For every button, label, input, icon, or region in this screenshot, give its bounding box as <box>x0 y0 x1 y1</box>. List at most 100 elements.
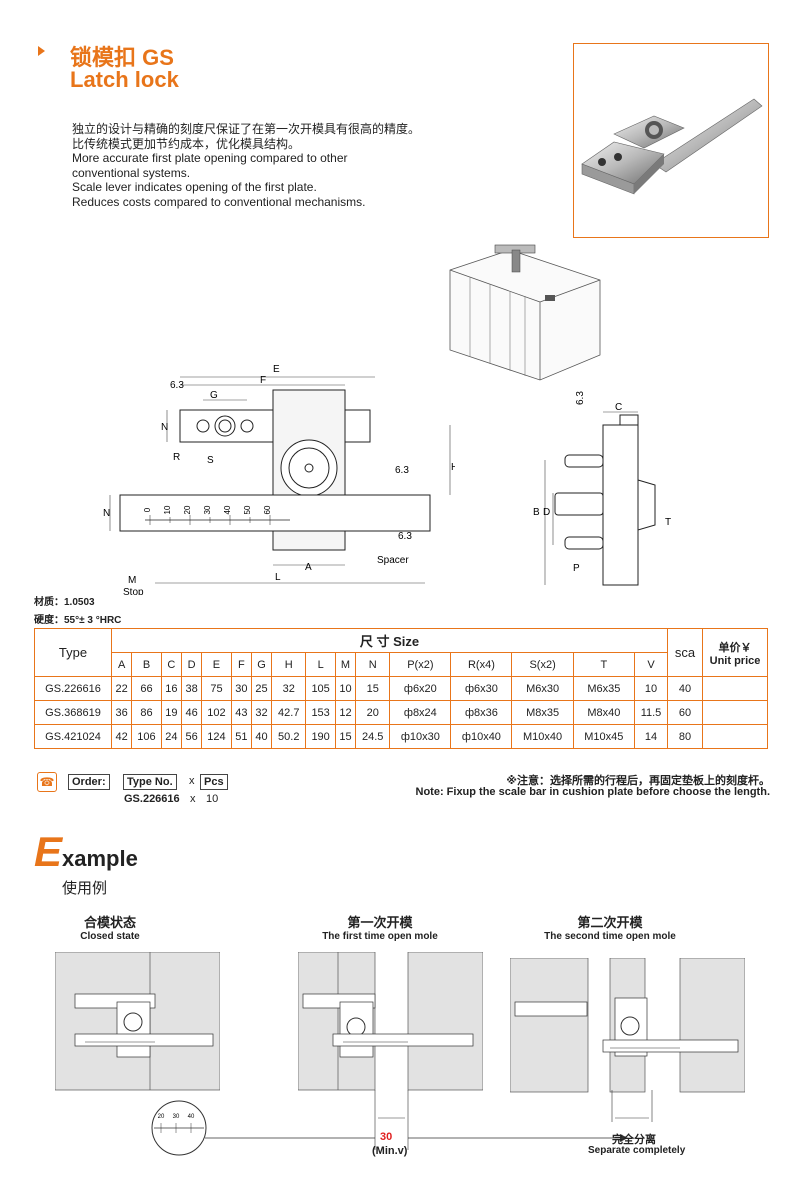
dim-label-T: T <box>665 517 671 528</box>
table-cell: 15 <box>355 676 391 701</box>
type-cell: GS.421024 <box>34 724 112 749</box>
table-cell: 14 <box>633 724 669 749</box>
order-example-qty: 10 <box>206 793 219 805</box>
scale-tick-label: 40 <box>223 505 232 514</box>
table-row: GS.421024 42 106 24 56 124 51 40 50.2 19… <box>34 724 768 749</box>
hardness-text: 硬度：55°± 3 °HRC <box>34 615 122 626</box>
table-cell: 32 <box>271 676 307 701</box>
scale-tick-label: 0 <box>143 507 152 512</box>
desc-line: 比传统模式更加节约成本，优化模具结构。 <box>72 136 301 151</box>
dim-label-M: M <box>128 575 136 586</box>
title-cn: 锁模扣 GS <box>70 45 174 70</box>
col-header: A <box>110 652 133 677</box>
side-view-drawing: C B D T P 6.3 <box>533 391 671 586</box>
sca-header: sca <box>667 628 703 677</box>
table-row: GS.226616 22 66 16 38 75 30 25 32 105 10… <box>34 676 768 701</box>
table-cell: 10 <box>633 676 669 701</box>
desc-line: Reduces costs compared to conventional m… <box>72 194 366 209</box>
table-cell: 56 <box>180 724 203 749</box>
sca-cell: 40 <box>667 676 703 701</box>
state-cn: 第一次开模 <box>347 915 413 930</box>
pcs-box: Pcs <box>200 774 228 790</box>
title-en: Latch lock <box>70 67 179 92</box>
zoom-tick-label: 40 <box>188 1114 195 1120</box>
table-cell: 10 <box>334 676 357 701</box>
table-cell: M6x35 <box>572 676 635 701</box>
dim-label-H: H <box>451 462 455 473</box>
table-cell: 11.5 <box>633 700 669 725</box>
table-cell: 40 <box>250 724 273 749</box>
first-open-diagram <box>298 952 483 1091</box>
desc-line: 独立的设计与精确的刻度尺保证了在第一次开模具有很高的精度。 <box>72 122 421 136</box>
scale-tick-label: 10 <box>163 505 172 514</box>
closed-state-diagram <box>55 952 220 1091</box>
table-cell: ф10x30 <box>389 724 452 749</box>
state-en: The second time open mole <box>544 931 676 942</box>
size-header: 尺 寸 Size <box>111 628 668 653</box>
type-cell: GS.368619 <box>34 700 112 725</box>
table-cell: M8x35 <box>511 700 574 725</box>
sca-cell: 80 <box>667 724 703 749</box>
price-header: 单价￥ Unit price <box>702 628 768 677</box>
dim-label-B: B <box>533 507 540 518</box>
roughness-label: 6.3 <box>575 391 586 405</box>
table-cell: M10x40 <box>511 724 574 749</box>
zoom-tick-label: 30 <box>173 1114 180 1120</box>
dim-label-F: F <box>260 375 266 386</box>
table-cell: 190 <box>305 724 336 749</box>
stop-label: Stop <box>123 587 144 595</box>
table-cell: 30 <box>230 676 252 701</box>
spec-table: Type 尺 寸 Size sca 单价￥ Unit price A B C D… <box>34 628 768 749</box>
col-header: P(x2) <box>389 652 452 677</box>
example-title-letter: E <box>34 828 63 875</box>
spacer-label: Spacer <box>377 555 409 566</box>
table-cell: 32 <box>250 700 273 725</box>
scale-tick-label: 50 <box>243 505 252 514</box>
col-header: V <box>633 652 669 677</box>
table-cell: ф6x30 <box>450 676 513 701</box>
table-cell: 36 <box>110 700 133 725</box>
table-cell: 102 <box>201 700 232 725</box>
phone-icon: ☎ <box>37 772 57 792</box>
order-label: Order: <box>68 774 110 790</box>
col-header: G <box>250 652 273 677</box>
col-header: N <box>355 652 391 677</box>
example-title: Example <box>34 828 138 876</box>
separate-en: Separate completely <box>588 1145 686 1156</box>
dim-min-label: (Min.v) <box>372 1145 408 1157</box>
type-header: Type <box>34 628 112 677</box>
note-en: Note: Fixup the scale bar in cushion pla… <box>415 786 771 798</box>
price-cell <box>702 700 768 725</box>
state-caption-closed: 合模状态 Closed state <box>55 912 165 942</box>
scale-tick-label: 30 <box>203 505 212 514</box>
scale-tick-label: 20 <box>183 505 192 514</box>
col-header: B <box>131 652 162 677</box>
dim-label-S: S <box>207 455 214 466</box>
dim-label-A: A <box>305 562 312 573</box>
col-header: R(x4) <box>450 652 513 677</box>
state-en: The first time open mole <box>322 931 438 942</box>
table-cell: 75 <box>201 676 232 701</box>
zoom-tick-label: 20 <box>158 1114 165 1120</box>
order-example-x: x <box>190 793 196 805</box>
dim-label-G: G <box>210 390 218 401</box>
table-cell: 106 <box>131 724 162 749</box>
col-header: C <box>160 652 182 677</box>
price-header-en: Unit price <box>709 654 761 667</box>
note-cn: ※注意：选择所需的行程后，再固定垫板上的刻度杆。 <box>506 775 770 787</box>
table-cell: 38 <box>180 676 203 701</box>
dim-label-D: D <box>543 507 550 518</box>
table-cell: 66 <box>131 676 162 701</box>
dimension-connector <box>205 1090 653 1150</box>
table-cell: 46 <box>180 700 203 725</box>
state-en: Closed state <box>80 931 140 942</box>
dim-label-R: R <box>173 452 180 463</box>
col-header: M <box>334 652 357 677</box>
price-cell <box>702 724 768 749</box>
roughness-label: 6.3 <box>170 380 184 391</box>
table-cell: 42.7 <box>271 700 307 725</box>
scale-ticks <box>149 515 271 525</box>
col-header: D <box>180 652 203 677</box>
desc-line: conventional systems. <box>72 165 191 180</box>
sca-cell: 60 <box>667 700 703 725</box>
